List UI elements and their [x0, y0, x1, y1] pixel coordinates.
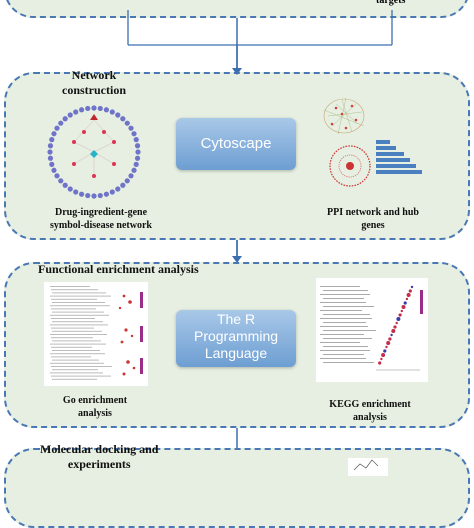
drug-network-image: [47, 105, 141, 199]
top-connector-lines: [127, 10, 393, 75]
r-language-tool-box: The R Programming Language: [176, 310, 296, 367]
kegg-enrichment-image: [316, 278, 428, 382]
kegg-enrichment-caption: KEGG enrichment analysis: [329, 399, 411, 423]
enrichment-panel-title: Functional enrichment analysis: [38, 262, 199, 276]
docking-panel-title: Molecular docking and experiments: [40, 442, 159, 471]
top-panel-partial-text: targets: [376, 0, 406, 6]
ppi-network-image: [323, 97, 422, 187]
cytoscape-tool-box: Cytoscape: [176, 118, 296, 170]
arrow-to-enrichment: [232, 240, 242, 263]
go-enrichment-caption: Go enrichment analysis: [62, 395, 128, 419]
docking-image-partial: [348, 458, 388, 476]
ppi-network-caption: PPI network and hub genes: [327, 207, 419, 231]
network-panel-title: Network construction: [62, 68, 126, 97]
drug-network-caption: Drug-ingredient-gene symbol-disease netw…: [50, 207, 152, 231]
go-enrichment-image: [44, 282, 148, 386]
